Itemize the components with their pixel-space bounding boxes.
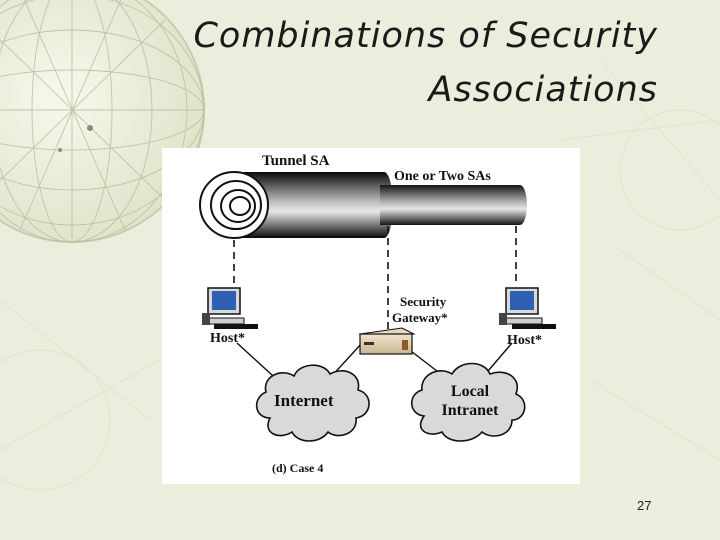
slide-title-line1: Combinations of Security bbox=[193, 16, 658, 56]
tunnel-sa-label: Tunnel SA bbox=[262, 153, 330, 169]
figure-caption: (d) Case 4 bbox=[272, 461, 324, 475]
inner-sa-pipe bbox=[380, 185, 527, 225]
internet-label: Internet bbox=[274, 391, 334, 410]
intranet-label-line2: Intranet bbox=[441, 402, 499, 420]
page-number: 27 bbox=[637, 498, 652, 513]
tunnel-end-rings bbox=[199, 171, 269, 239]
diagram-drawing bbox=[199, 171, 556, 442]
host-left-computer-icon bbox=[202, 287, 258, 329]
internet-cloud-icon bbox=[255, 364, 370, 442]
intranet-label-line1: Local bbox=[450, 383, 490, 400]
intranet-label: Local Intranet bbox=[430, 382, 510, 420]
slide-title-line2: Associations bbox=[428, 70, 658, 110]
gateway-label-line1: Security bbox=[400, 294, 447, 309]
gateway-label: Security Gateway* bbox=[392, 294, 448, 325]
security-gateway-icon bbox=[358, 327, 416, 355]
host-left-label: Host* bbox=[210, 331, 245, 346]
inner-sa-label: One or Two SAs bbox=[394, 169, 491, 184]
security-association-diagram: Tunnel SA One or Two SAs Host* Host* Sec… bbox=[162, 148, 580, 484]
host-right-label: Host* bbox=[507, 333, 542, 348]
intranet-cloud-icon bbox=[410, 362, 526, 442]
host-right-computer-icon bbox=[499, 287, 556, 329]
gateway-label-line2: Gateway* bbox=[392, 309, 448, 325]
sa-endpoint-lines bbox=[233, 226, 517, 333]
